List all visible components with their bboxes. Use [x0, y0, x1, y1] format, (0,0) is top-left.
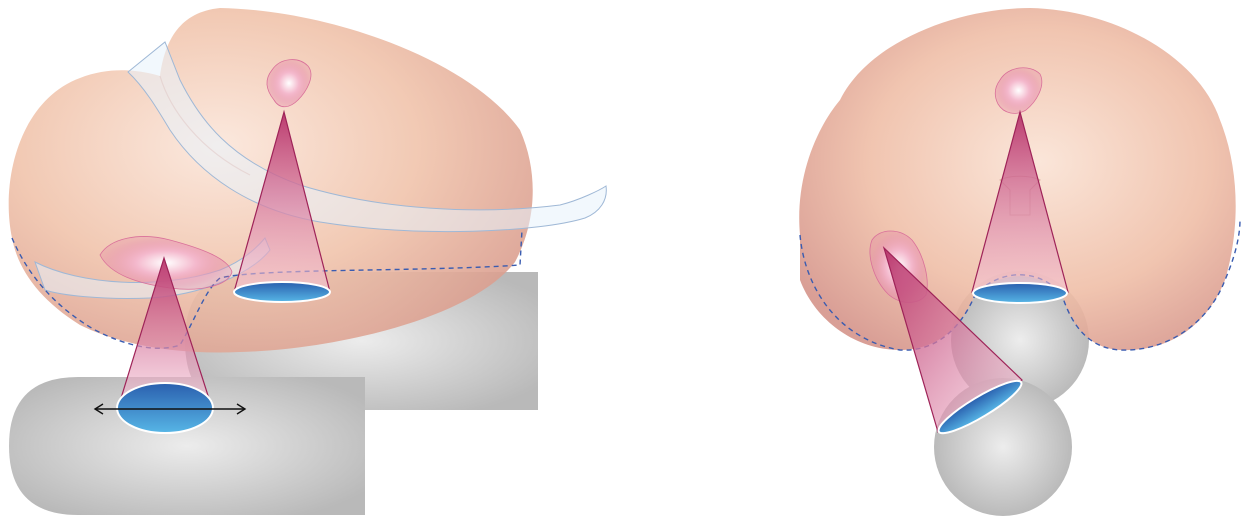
transducer-lower[interactable]: [117, 383, 213, 433]
left-panel: [9, 8, 607, 515]
transducer-vertical[interactable]: [973, 283, 1067, 303]
right-panel: [799, 8, 1240, 516]
transducer-upper[interactable]: [234, 282, 330, 302]
